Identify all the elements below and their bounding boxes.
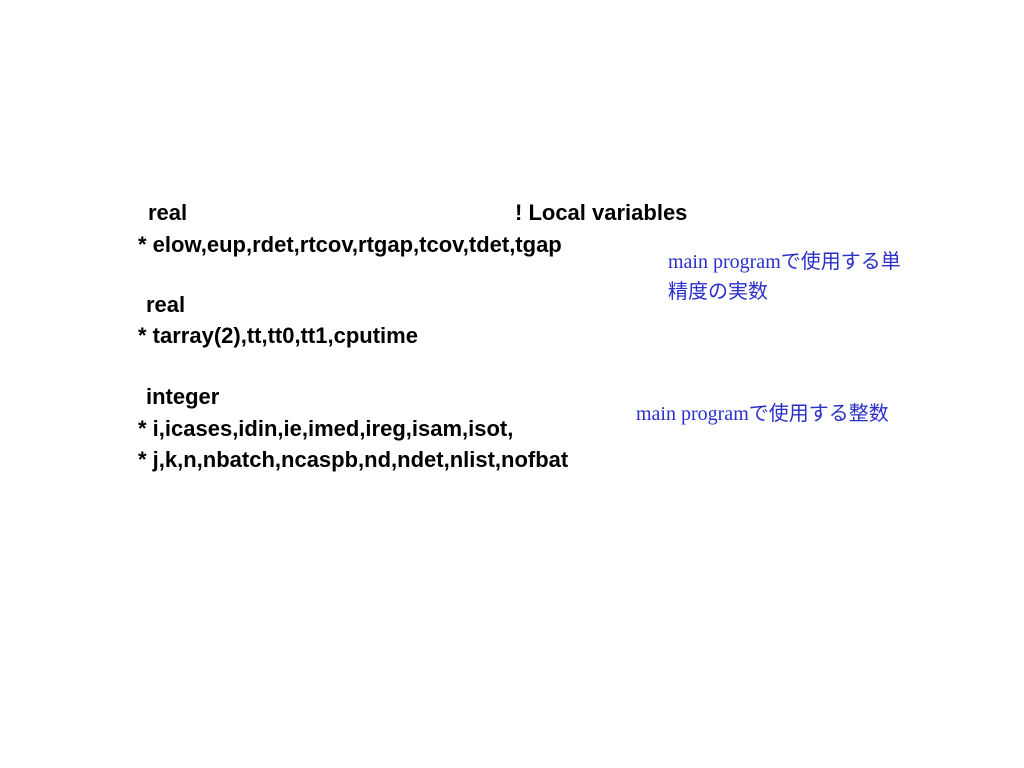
real-variables-line-2: * tarray(2),tt,tt0,tt1,cputime xyxy=(138,323,418,348)
integer-variables-line-1: * i,icases,idin,ie,imed,ireg,isam,isot, xyxy=(138,416,514,441)
real-keyword-2: real xyxy=(146,292,186,317)
single-precision-annotation-line-2: 精度の実数 xyxy=(668,281,768,303)
integer-annotation: main programで使用する整数 xyxy=(636,403,889,425)
integer-variables-line-2: * j,k,n,nbatch,ncaspb,nd,ndet,nlist,nofb… xyxy=(138,447,569,472)
integer-keyword: integer xyxy=(146,384,220,409)
single-precision-annotation: main programで使用する単 精度の実数 xyxy=(668,247,901,307)
real-variables-line-1: * elow,eup,rdet,rtcov,rtgap,tcov,tdet,tg… xyxy=(138,232,562,257)
single-precision-annotation-line-1: main programで使用する単 xyxy=(668,251,901,273)
local-variables-comment: ! Local variables xyxy=(515,200,688,225)
real-keyword-1: real xyxy=(148,200,188,225)
